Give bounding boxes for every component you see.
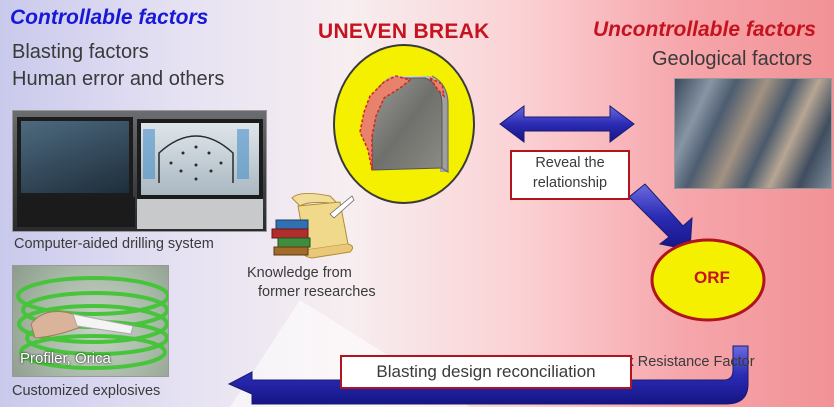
reveal-box-line1: Reveal the — [535, 155, 605, 171]
drilling-plan-screen — [137, 119, 263, 199]
reveal-box-line2: relationship — [532, 175, 608, 191]
double-arrow — [499, 105, 635, 143]
uncontrollable-factors-title: Uncontrollable factors — [593, 18, 816, 41]
human-error-label: Human error and others — [12, 68, 225, 90]
uneven-break-title: UNEVEN BREAK — [318, 20, 490, 43]
reveal-relationship-box: Reveal the relationship — [510, 150, 630, 200]
geology-rock-photo — [674, 78, 832, 189]
profiler-label: Profiler, Orica — [20, 350, 111, 367]
orf-label: ORF — [694, 268, 730, 287]
blasting-design-reconciliation-box: Blasting design reconciliation — [340, 355, 632, 389]
blasting-factors-label: Blasting factors — [12, 41, 149, 63]
hose-coils-icon — [16, 276, 168, 370]
drilling-system-caption: Computer-aided drilling system — [14, 236, 214, 252]
laptop-keyboard-left — [17, 197, 135, 227]
knowledge-caption-line1: Knowledge from — [247, 265, 352, 281]
laptop-keyboard-right — [137, 199, 263, 229]
drilling-pattern-icon — [143, 129, 249, 183]
explosives-caption: Customized explosives — [12, 383, 161, 399]
knowledge-caption-line2: former researches — [258, 284, 376, 300]
return-arrow — [227, 345, 749, 405]
drilling-system-photo — [12, 110, 267, 232]
tunnel-illustration — [359, 75, 449, 174]
diagonal-arrow — [628, 183, 693, 251]
scroll-books-icon — [271, 192, 355, 259]
explosives-photo — [12, 265, 169, 377]
tunnel-camera-screen — [17, 117, 133, 197]
orf-ellipse — [650, 238, 766, 322]
controllable-factors-title: Controllable factors — [10, 6, 209, 29]
geological-factors-label: Geological factors — [652, 48, 813, 70]
